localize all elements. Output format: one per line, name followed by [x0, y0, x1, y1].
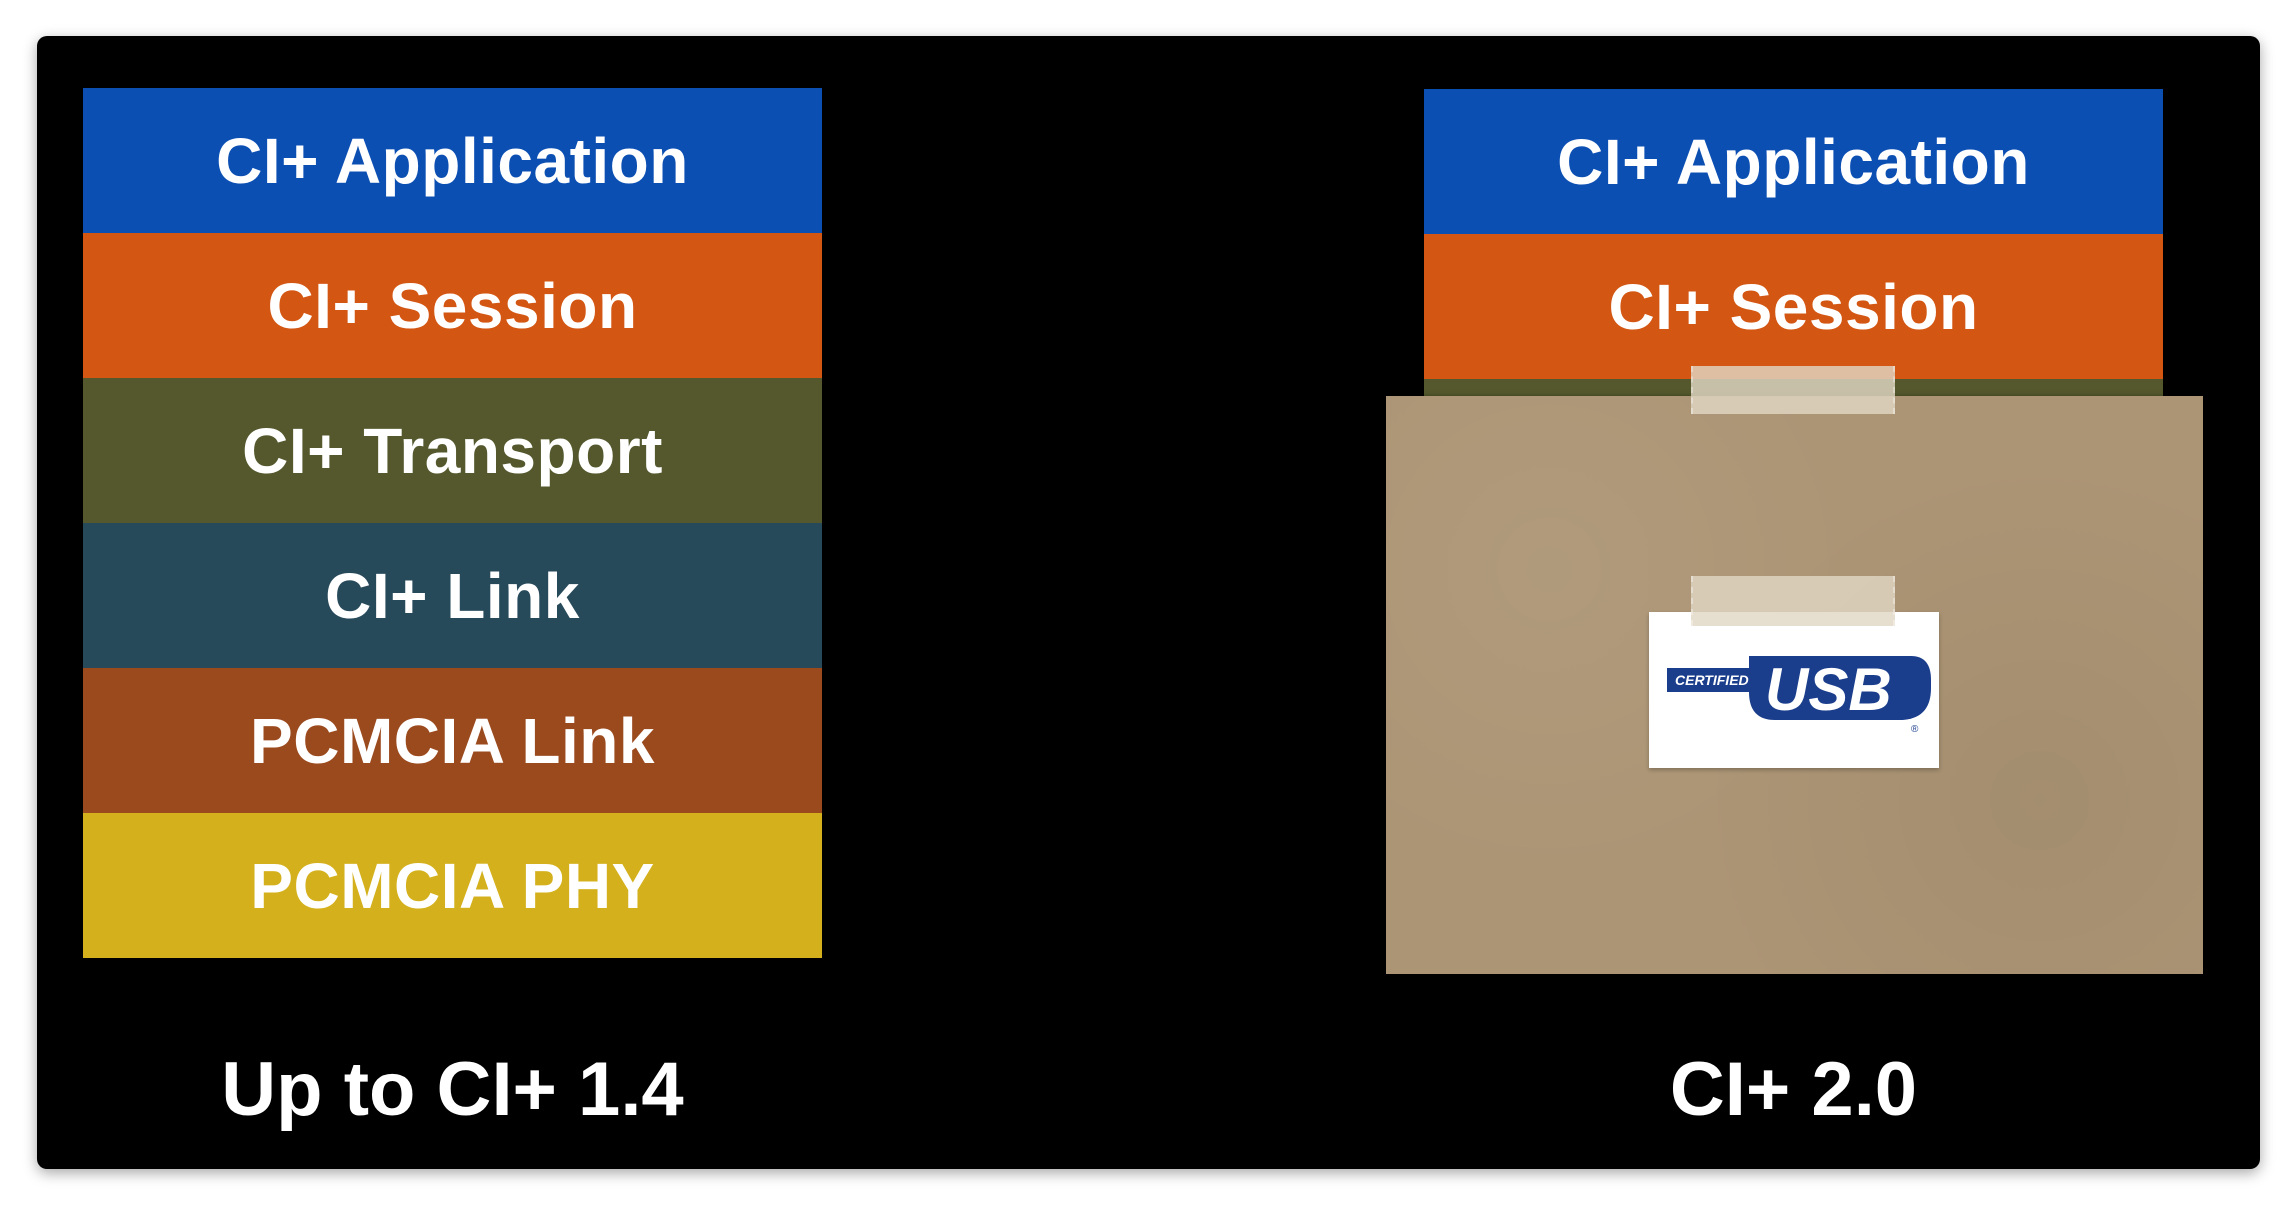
ci-plus-1-4-stack: CI+ Application CI+ Session CI+ Transpor…: [83, 88, 822, 958]
logo-usb-text: USB: [1765, 656, 1892, 723]
layer-label: CI+ Session: [1608, 270, 1979, 343]
layer-label: CI+ Session: [267, 269, 638, 342]
layer-label: CI+ Application: [216, 124, 689, 197]
caption-right: CI+ 2.0: [1669, 1047, 1918, 1132]
layer-label: CI+ Link: [325, 559, 580, 632]
layer-label: PCMCIA Link: [250, 704, 655, 777]
layer-label: CI+ Transport: [242, 414, 663, 487]
layer-ci-transport: CI+ Transport: [83, 378, 822, 523]
registered-mark-icon: ®: [1911, 724, 1919, 735]
layer-ci-session: CI+ Session: [1424, 234, 2163, 379]
layer-ci-session: CI+ Session: [83, 233, 822, 378]
layer-pcmcia-link: PCMCIA Link: [83, 668, 822, 813]
logo-small-text: CERTIFIED: [1675, 672, 1749, 688]
layer-label: CI+ Application: [1557, 125, 2030, 198]
usb-logo-icon: CERTIFIED USB ®: [1667, 656, 1931, 735]
certified-usb-logo: CERTIFIED USB ®: [1649, 612, 1939, 768]
layer-pcmcia-phy: PCMCIA PHY: [83, 813, 822, 958]
caption-left: Up to CI+ 1.4: [221, 1047, 684, 1132]
layer-ci-application: CI+ Application: [83, 88, 822, 233]
layer-label: PCMCIA PHY: [250, 849, 655, 922]
layer-ci-link: CI+ Link: [83, 523, 822, 668]
tape-strip: [1691, 576, 1895, 626]
slide: CI+ Application CI+ Session CI+ Transpor…: [37, 36, 2260, 1169]
tape-strip: [1691, 366, 1895, 414]
layer-ci-application: CI+ Application: [1424, 89, 2163, 234]
